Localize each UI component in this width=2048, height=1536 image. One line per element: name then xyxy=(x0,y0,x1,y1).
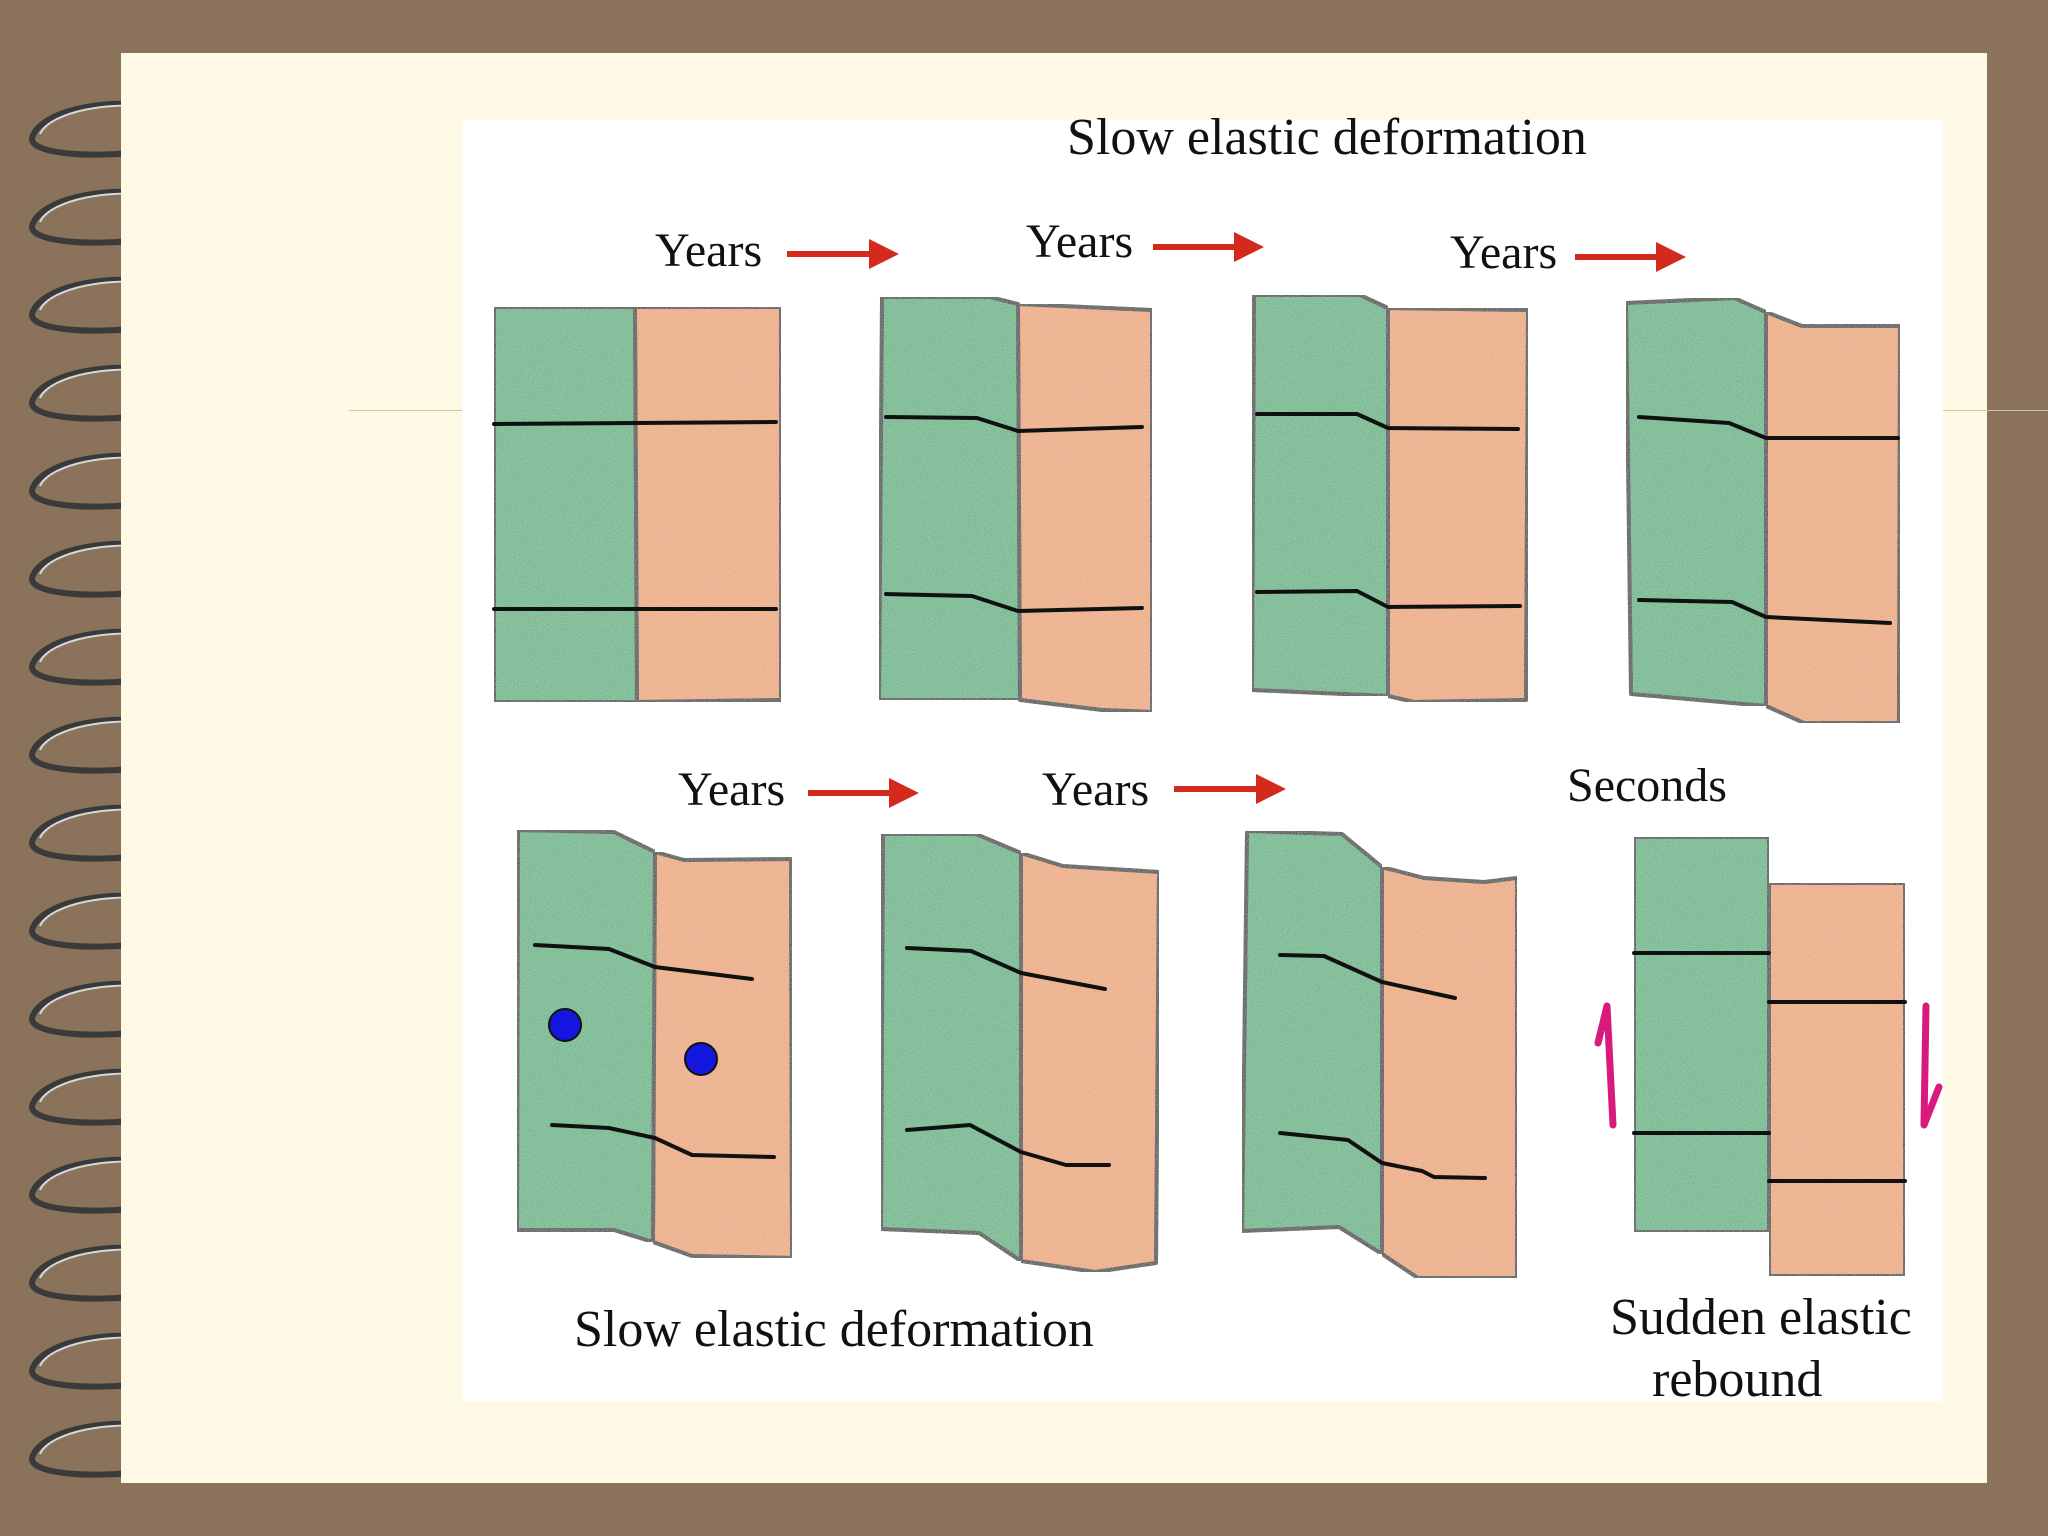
time-label-seconds: Seconds xyxy=(1567,759,1727,812)
elastic-rebound-diagram: Slow elastic deformation Years Years Yea… xyxy=(462,109,1943,1408)
spiral-coil xyxy=(29,452,166,510)
diagram-title: Slow elastic deformation xyxy=(1067,109,1587,166)
spiral-coil xyxy=(29,1332,166,1390)
spiral-coil xyxy=(29,276,166,334)
blue-marker-dot xyxy=(548,1008,582,1042)
block-stage-4 xyxy=(1624,296,1902,725)
green-block xyxy=(1240,829,1384,1256)
block-stage-6 xyxy=(879,832,1161,1274)
spiral-coil xyxy=(29,628,166,686)
block-stage-5 xyxy=(515,828,794,1260)
time-label-years: Years xyxy=(678,763,786,816)
orange-block xyxy=(651,850,794,1260)
orange-block xyxy=(1386,306,1530,704)
spiral-coil xyxy=(29,804,166,862)
up-arrow-icon xyxy=(1594,1002,1617,1129)
green-block xyxy=(1250,293,1390,698)
diagram-canvas xyxy=(492,232,1943,1280)
green-block xyxy=(515,828,657,1244)
blue-marker-dot xyxy=(684,1042,718,1076)
green-block xyxy=(492,305,639,704)
time-label-years: Years xyxy=(1450,226,1558,279)
rebound-caption-line2: rebound xyxy=(1652,1351,1823,1408)
block-stage-3 xyxy=(1250,293,1530,704)
time-arrows xyxy=(787,232,1686,808)
block-stage-1 xyxy=(492,305,783,704)
notebook-page: Slow elastic deformation Years Years Yea… xyxy=(121,53,2048,1483)
spiral-coil xyxy=(29,1244,166,1302)
spiral-coil xyxy=(29,188,166,246)
bottom-caption: Slow elastic deformation xyxy=(574,1301,1094,1358)
rebound-caption-line1: Sudden elastic xyxy=(1610,1289,1912,1346)
orange-block xyxy=(1016,302,1154,714)
orange-block xyxy=(1767,881,1907,1278)
time-label-years: Years xyxy=(1026,215,1134,268)
spiral-coil xyxy=(29,716,166,774)
orange-block xyxy=(1764,310,1902,725)
green-block xyxy=(1624,296,1768,708)
spiral-coil xyxy=(29,980,166,1038)
spiral-coil xyxy=(29,1420,166,1478)
spiral-coil xyxy=(29,892,166,950)
spiral-coil xyxy=(29,1068,166,1126)
page-rule-right xyxy=(1943,410,2048,411)
green-block xyxy=(879,832,1023,1263)
orange-block xyxy=(1019,851,1161,1274)
time-label-years: Years xyxy=(655,224,763,277)
block-stage-7 xyxy=(1240,829,1519,1280)
spiral-coil xyxy=(29,540,166,598)
orange-block xyxy=(633,305,783,704)
time-label-years: Years xyxy=(1042,763,1150,816)
spiral-coil xyxy=(29,364,166,422)
block-stage-2 xyxy=(877,295,1154,714)
page-rule-left xyxy=(349,410,464,411)
spiral-coil xyxy=(29,100,166,158)
offset-marker-lines xyxy=(492,412,1907,1183)
green-block xyxy=(877,295,1022,702)
orange-block xyxy=(1380,865,1519,1280)
spiral-coil xyxy=(29,1156,166,1214)
block-stage-rebound xyxy=(1632,835,1907,1278)
down-arrow-icon xyxy=(1920,1002,1943,1129)
green-block xyxy=(1632,835,1771,1234)
